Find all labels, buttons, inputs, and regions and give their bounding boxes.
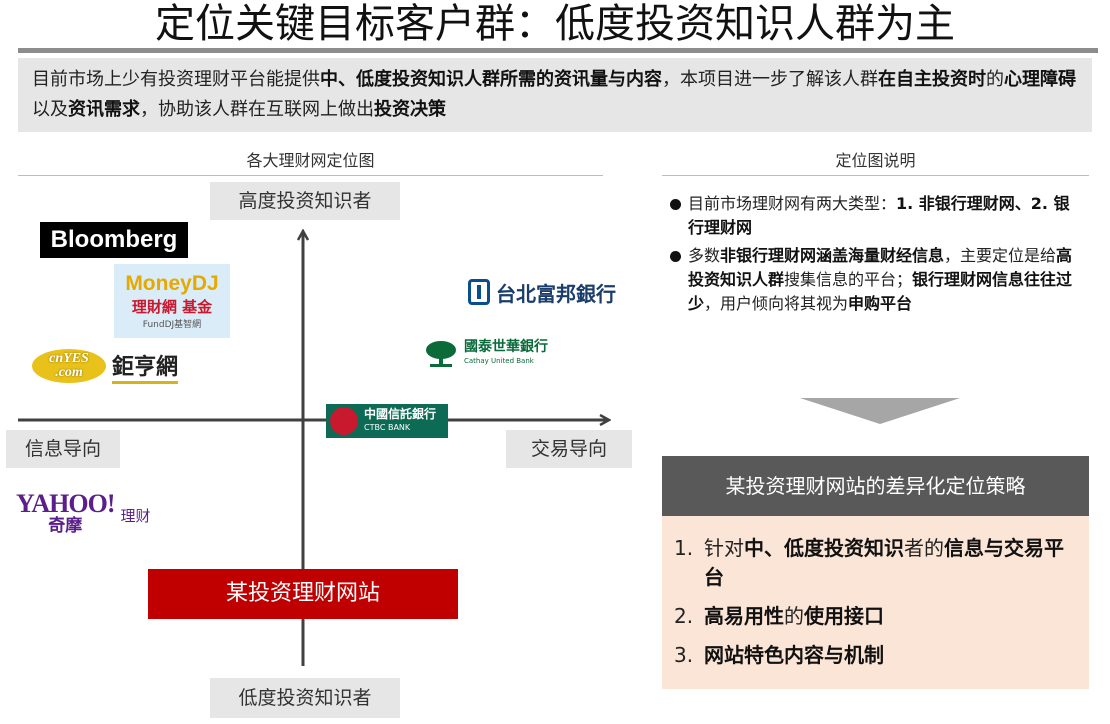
fubon-bank-logo: 台北富邦銀行 (468, 276, 620, 308)
strategy-item: 2. 高易用性的使用接口 (674, 602, 1073, 631)
fubon-logo-name: 台北富邦銀行 (496, 281, 616, 306)
explanation-bullet: 多数非银行理财网涵盖海量财经信息，主要定位是给高投资知识人群搜集信息的平台；银行… (666, 244, 1076, 316)
cathay-tree-icon (426, 341, 456, 367)
strategy-item-number: 2. (674, 604, 694, 628)
fubon-mark-icon (468, 279, 490, 305)
yahoo-logo-subtitle: 奇摩 (48, 516, 83, 536)
cnyes-logo: cnYES .com 鉅亨網 (32, 346, 196, 386)
strategy-item-text: 高易用性的使用接口 (704, 604, 884, 628)
ctbc-bank-logo: 中國信託銀行 CTBC BANK (326, 404, 448, 438)
bloomberg-logo: Bloomberg (40, 222, 188, 258)
axis-label-high-knowledge: 高度投资知识者 (210, 182, 400, 220)
cnyes-logo-name: 鉅亨網 (112, 349, 179, 384)
explanation-title: 定位图说明 (835, 151, 916, 170)
target-site-box: 某投资理财网站 (148, 569, 458, 619)
strategy-item-number: 1. (674, 536, 694, 560)
down-arrow-icon (800, 398, 960, 424)
explanation-bullet: 目前市场理财网有两大类型：1. 非银行理财网、2. 银行理财网 (666, 192, 1076, 240)
axis-label-low-knowledge: 低度投资知识者 (210, 678, 400, 718)
moneydj-logo: MoneyDJ 理財網 基金 FundDJ基智網 (114, 264, 230, 338)
strategy-item: 3. 网站特色内容与机制 (674, 641, 1073, 670)
yahoo-logo-name: YAHOO! (16, 489, 115, 518)
moneydj-logo-name: MoneyDJ (125, 272, 219, 295)
strategy-list: 1. 针对中、低度投资知识者的信息与交易平台 2. 高易用性的使用接口 3. 网… (674, 534, 1073, 670)
ctbc-logo-subtitle: CTBC BANK (364, 423, 411, 432)
strategy-item: 1. 针对中、低度投资知识者的信息与交易平台 (674, 534, 1073, 592)
yahoo-finance-logo: YAHOO! 奇摩 理财 (16, 490, 166, 540)
slide-title: 定位关键目标客户群：低度投资知识人群为主 (155, 1, 955, 47)
cnyes-badge: cnYES .com (32, 349, 106, 383)
positioning-map-title-rule (18, 175, 603, 176)
cnyes-badge-domain: .com (55, 365, 83, 380)
cathay-bank-logo: 國泰世華銀行 Cathay United Bank (424, 338, 574, 370)
intro-box: 目前市场上少有投资理财平台能提供中、低度投资知识人群所需的资讯量与内容，本项目进… (18, 58, 1092, 132)
cathay-logo-name: 國泰世華銀行 (464, 339, 548, 355)
axis-label-transaction: 交易导向 (506, 430, 632, 468)
ctbc-logo-name: 中國信託銀行 (364, 407, 437, 421)
positioning-map-title: 各大理财网定位图 (246, 151, 375, 170)
strategy-item-text: 网站特色内容与机制 (704, 643, 884, 667)
cnyes-badge-text: cnYES (49, 351, 89, 366)
axis-label-information: 信息导向 (6, 430, 120, 468)
title-underline (18, 48, 1098, 53)
moneydj-logo-caption: FundDJ基智網 (142, 320, 202, 330)
strategy-body: 1. 针对中、低度投资知识者的信息与交易平台 2. 高易用性的使用接口 3. 网… (662, 516, 1089, 689)
strategy-item-text: 针对中、低度投资知识者的信息与交易平台 (704, 536, 1064, 589)
strategy-header: 某投资理财网站的差异化定位策略 (662, 456, 1089, 516)
strategy-item-number: 3. (674, 643, 694, 667)
explanation-list: 目前市场理财网有两大类型：1. 非银行理财网、2. 银行理财网 多数非银行理财网… (666, 192, 1076, 320)
cathay-logo-subtitle: Cathay United Bank (464, 357, 534, 365)
explanation-title-rule (662, 175, 1089, 176)
yahoo-logo-finance: 理财 (120, 506, 151, 525)
ctbc-mark-icon (330, 407, 358, 435)
moneydj-logo-subtitle: 理財網 基金 (131, 298, 213, 316)
